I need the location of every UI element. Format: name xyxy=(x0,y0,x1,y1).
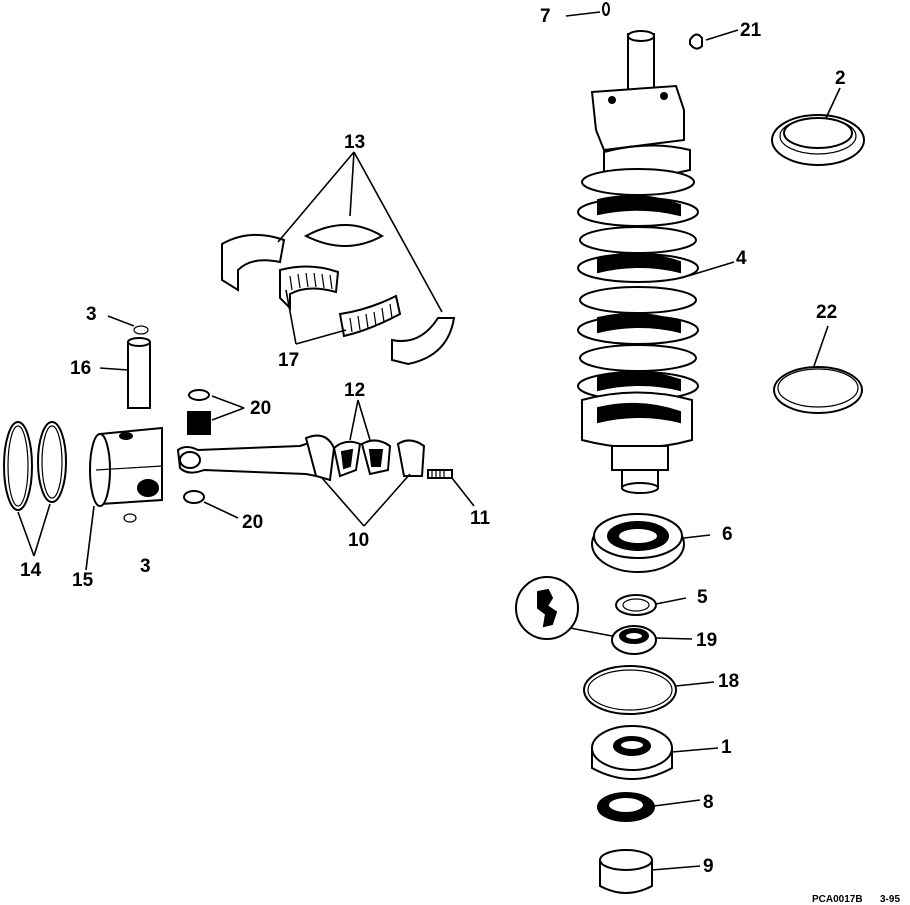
leader-lines xyxy=(17,11,841,871)
callout-16: 16 xyxy=(70,358,91,379)
callout-19: 19 xyxy=(696,630,717,651)
crankshaft xyxy=(577,30,699,494)
bearing-halves-13 xyxy=(221,224,456,366)
connecting-rod xyxy=(176,434,336,482)
sleeve-9 xyxy=(599,849,653,894)
callout-7: 7 xyxy=(540,6,551,27)
callout-5: 5 xyxy=(697,587,708,608)
needle-bearing-20 xyxy=(183,389,211,504)
callout-22: 22 xyxy=(816,302,837,323)
callout-20-lower: 20 xyxy=(242,512,263,533)
callout-17: 17 xyxy=(278,350,299,371)
callout-12: 12 xyxy=(344,380,365,401)
diagram-code: PCA0017B xyxy=(812,894,863,905)
rod-cap xyxy=(396,439,426,477)
crank-webs xyxy=(577,168,699,449)
clip-3-upper xyxy=(133,325,149,335)
callout-18: 18 xyxy=(718,671,739,692)
callout-11: 11 xyxy=(470,508,491,529)
seal-19 xyxy=(611,625,657,655)
seal-8 xyxy=(597,792,655,822)
seal-2 xyxy=(771,114,865,166)
callout-9: 9 xyxy=(703,856,714,877)
piston-15 xyxy=(89,426,163,507)
callout-3-upper: 3 xyxy=(86,304,97,325)
needle-halves-12 xyxy=(332,439,392,478)
callout-4: 4 xyxy=(736,248,747,269)
key-21 xyxy=(689,33,703,50)
callout-6: 6 xyxy=(722,524,733,545)
oring-22 xyxy=(773,366,863,414)
retainer-1 xyxy=(591,725,673,780)
ring-5 xyxy=(615,594,657,616)
rod-screw-11 xyxy=(427,469,453,479)
clip-3-lower xyxy=(123,513,137,523)
piston-rings-14 xyxy=(3,421,67,511)
callout-14: 14 xyxy=(20,560,42,581)
callout-2: 2 xyxy=(835,68,846,89)
callout-labels: 7 21 2 4 22 6 5 19 18 1 8 9 13 17 3 16 2… xyxy=(20,6,846,877)
callout-13: 13 xyxy=(344,132,365,153)
sealant-detail-icon xyxy=(515,576,613,640)
callout-1: 1 xyxy=(721,737,732,758)
callout-8: 8 xyxy=(703,792,714,813)
needle-cages-17 xyxy=(279,265,402,338)
pin-7 xyxy=(602,2,610,16)
callout-10: 10 xyxy=(348,530,369,551)
wrist-pin-16 xyxy=(127,337,151,409)
callout-3-lower: 3 xyxy=(140,556,151,577)
diagram-date: 3-95 xyxy=(880,894,900,905)
callout-20-upper: 20 xyxy=(250,398,271,419)
callout-21: 21 xyxy=(740,20,762,41)
callout-15: 15 xyxy=(72,570,94,591)
bearing-6 xyxy=(591,513,685,573)
oring-18 xyxy=(583,665,677,715)
